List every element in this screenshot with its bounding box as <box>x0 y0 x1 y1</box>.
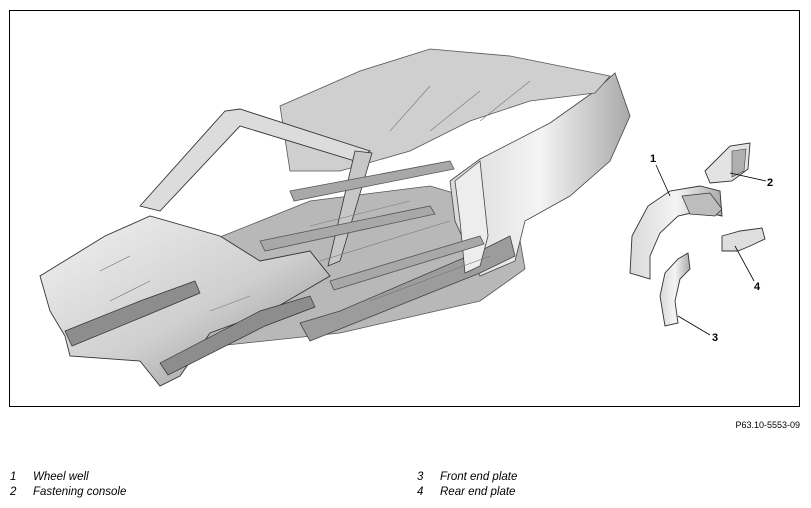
leader-line-3 <box>677 315 711 336</box>
front-rail-left <box>64 280 201 347</box>
front-end-plate-shape <box>659 252 691 327</box>
front-end-plate-part <box>659 252 691 327</box>
legend-number: 1 <box>10 471 17 483</box>
legend-label: Fastening console <box>33 486 127 498</box>
legend-item: 4 Rear end plate <box>417 485 517 500</box>
figure-id: P63.10-5553-09 <box>735 420 800 430</box>
side-sill <box>299 235 516 342</box>
diagram-frame: 1 2 3 4 <box>9 10 800 407</box>
legend-right: 3 Front end plate 4 Rear end plate <box>417 470 517 500</box>
legend-number: 4 <box>417 486 424 498</box>
leader-lines <box>655 164 767 336</box>
wheel-well-part <box>629 185 723 280</box>
callout-1: 1 <box>650 153 656 165</box>
leader-line-1 <box>655 164 671 197</box>
legend-label: Rear end plate <box>440 486 516 498</box>
legend-item: 1 Wheel well <box>10 470 126 485</box>
legend-number: 3 <box>417 471 424 483</box>
legend-label: Front end plate <box>440 471 518 483</box>
floor-cross-members <box>259 160 485 291</box>
rear-end-plate-shape <box>721 227 766 252</box>
callout-4: 4 <box>754 281 761 293</box>
rear-structure <box>279 48 611 172</box>
rear-quarter-panel <box>449 72 631 277</box>
fastening-console-part <box>704 142 751 184</box>
callout-2: 2 <box>767 177 773 189</box>
callout-3: 3 <box>712 332 718 344</box>
diagram-illustration: 1 2 3 4 <box>39 48 773 387</box>
legend-number: 2 <box>10 486 17 498</box>
legend-item: 2 Fastening console <box>10 485 126 500</box>
body-detail-lines <box>99 80 531 312</box>
body-shell <box>39 48 631 387</box>
legend-left: 1 Wheel well 2 Fastening console <box>10 470 126 500</box>
rear-end-plate-part <box>721 227 766 252</box>
legend-label: Wheel well <box>33 471 89 483</box>
leader-line-2 <box>729 172 767 182</box>
legend-item: 3 Front end plate <box>417 470 517 485</box>
leader-line-4 <box>734 245 755 282</box>
front-rail-right <box>159 295 316 376</box>
